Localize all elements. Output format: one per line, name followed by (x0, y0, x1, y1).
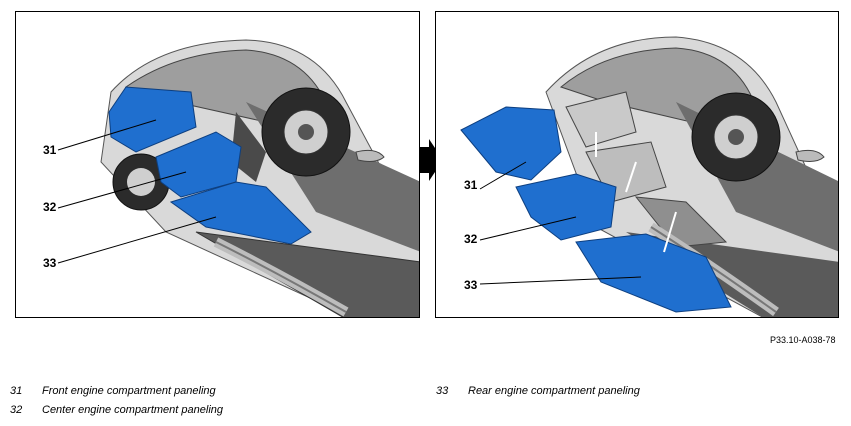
arrow-right-icon (419, 139, 443, 181)
callout-32: 32 (43, 200, 57, 214)
callout-32: 32 (464, 232, 478, 246)
legend-number: 31 (10, 385, 23, 397)
callout-33: 33 (43, 256, 57, 270)
vehicle-underbody-exploded (460, 36, 838, 317)
legend-text: Rear engine compartment paneling (468, 385, 640, 397)
callout-31: 31 (464, 178, 478, 192)
callout-33: 33 (464, 278, 478, 292)
legend-number: 33 (436, 385, 449, 397)
vehicle-underbody-assembled (57, 39, 419, 317)
left-illustration-panel (15, 11, 420, 318)
figure-reference-code: P33.10-A038-78 (770, 335, 836, 345)
legend-text: Front engine compartment paneling (42, 385, 216, 397)
legend-number: 32 (10, 404, 23, 416)
callout-31: 31 (43, 143, 57, 157)
legend-text: Center engine compartment paneling (42, 404, 224, 416)
right-illustration-panel (435, 11, 839, 318)
